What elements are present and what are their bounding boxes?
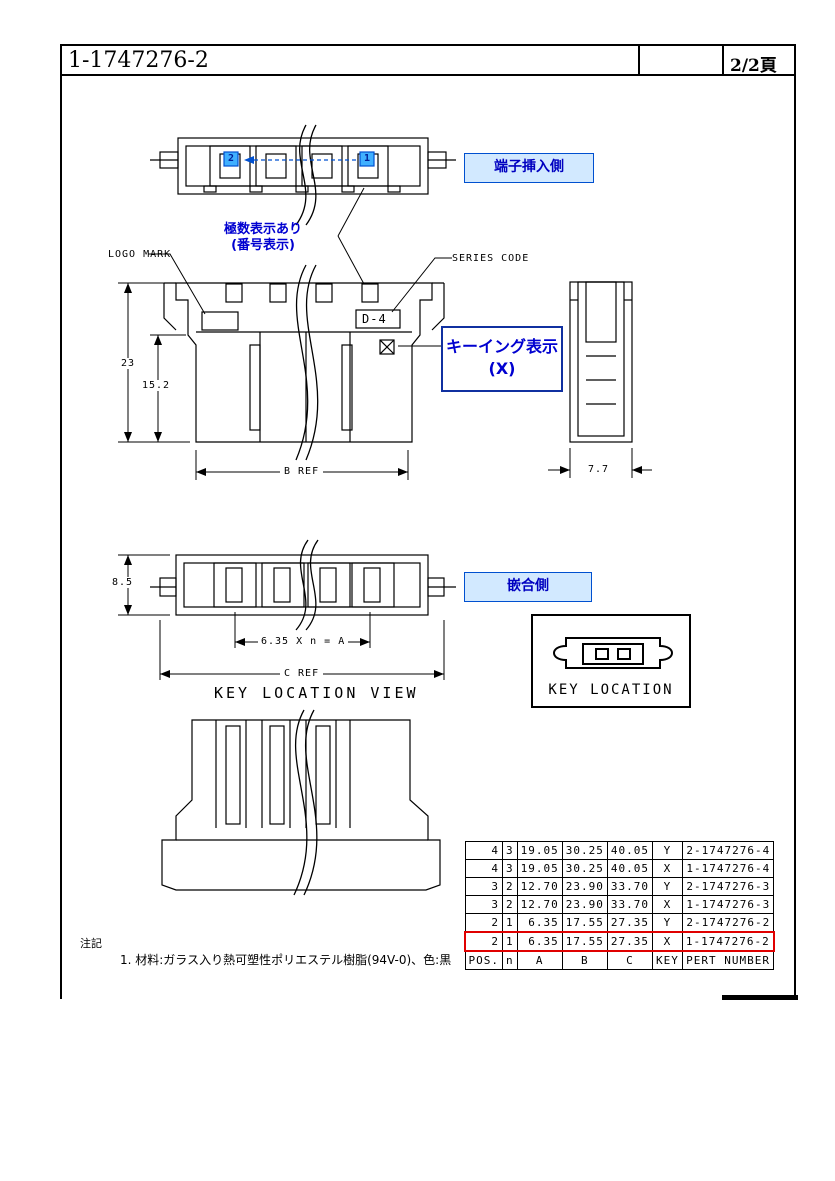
table-cell: 33.70 — [606, 895, 654, 914]
table-cell: 33.70 — [606, 877, 654, 896]
table-cell: 27.35 — [606, 931, 654, 952]
table-cell: 23.90 — [561, 895, 608, 914]
dim-b-ref: B REF — [280, 466, 324, 477]
key-location-label: KEY LOCATION — [548, 682, 674, 698]
table-header-cell: KEY — [652, 950, 683, 970]
break-lines — [293, 124, 319, 896]
dim-c-ref: C REF — [280, 668, 324, 679]
table-cell: 1-1747276-3 — [681, 895, 775, 914]
table-header-cell: POS. — [464, 950, 503, 970]
keying-line2: (X) — [488, 359, 516, 378]
table-cell: X — [652, 931, 683, 952]
table-cell: 12.70 — [516, 895, 563, 914]
key-location-view-label: KEY LOCATION VIEW — [214, 684, 419, 702]
title-block: 1-1747276-2 2/2頁 — [60, 44, 796, 76]
table-header-cell: A — [516, 950, 563, 970]
table-cell: 2-1747276-3 — [681, 877, 775, 896]
notes-line-1: 1. 材料:ガラス入り熱可塑性ポリエステル樹脂(94V-0)、色:黒 — [120, 953, 452, 967]
table-cell: 40.05 — [606, 859, 654, 878]
table-cell: 12.70 — [516, 877, 563, 896]
mating-side-callout: 嵌合側 — [464, 572, 592, 602]
table-cell: 17.55 — [561, 913, 608, 933]
table-cell: 19.05 — [516, 859, 563, 878]
dim-pitch: 6.35 X n = A — [258, 636, 349, 647]
table-header-cell: C — [606, 950, 654, 970]
arrowheads — [124, 283, 642, 678]
dim-7-7: 7.7 — [588, 464, 610, 475]
key-location-box: KEY LOCATION — [531, 614, 691, 708]
table-cell: 2-1747276-4 — [681, 841, 775, 860]
table-cell: 2 — [464, 913, 503, 933]
logo-mark-label: LOGO MARK — [108, 249, 172, 260]
table-cell: 19.05 — [516, 841, 563, 860]
table-cell: X — [652, 859, 683, 878]
dim-15-2: 15.2 — [142, 380, 171, 391]
table-cell: 40.05 — [606, 841, 654, 860]
table-cell: Y — [652, 877, 683, 896]
table-cell: 1-1747276-4 — [681, 859, 775, 878]
table-cell: 1-1747276-2 — [681, 931, 775, 952]
table-cell: X — [652, 895, 683, 914]
rear-view — [161, 719, 441, 891]
table-cell: 2 — [464, 931, 503, 952]
part-number-title: 1-1747276-2 — [68, 48, 209, 73]
dim-8-5: 8.5 — [112, 577, 134, 588]
frame-bottom-bar — [722, 995, 798, 1000]
table-cell: 30.25 — [561, 859, 608, 878]
table-cell: 27.35 — [606, 913, 654, 933]
table-header-cell: n — [502, 950, 518, 970]
terminal-insert-side-callout: 端子挿入側 — [464, 153, 594, 183]
table-header-cell: PERT NUMBER — [681, 950, 775, 970]
key-icon — [553, 637, 673, 669]
table-cell: 2 — [502, 895, 518, 914]
leader-lines — [148, 187, 452, 347]
pole-display-line2: (番号表示) — [231, 238, 295, 253]
table-cell: 3 — [502, 859, 518, 878]
keying-line1: キーイング表示 — [445, 337, 558, 356]
side-view — [569, 281, 633, 443]
table-cell: 1 — [502, 931, 518, 952]
pole-display-line1: 極数表示あり — [224, 222, 303, 237]
table-cell: 30.25 — [561, 841, 608, 860]
title-divider — [638, 46, 640, 74]
table-cell: 6.35 — [516, 931, 563, 952]
top-view — [150, 137, 456, 195]
table-cell: Y — [652, 913, 683, 933]
table-cell: 2-1747276-2 — [681, 913, 775, 933]
table-header-cell: B — [561, 950, 608, 970]
table-cell: 3 — [464, 877, 503, 896]
table-cell: 4 — [464, 841, 503, 860]
cavity-number-2: 2 — [228, 153, 236, 164]
title-divider — [722, 46, 724, 74]
page-number: 2/2頁 — [730, 56, 777, 76]
table-cell: 23.90 — [561, 877, 608, 896]
notes-title: 注記 — [80, 937, 102, 950]
table-cell: 3 — [502, 841, 518, 860]
table-cell: 1 — [502, 913, 518, 933]
cavity-markers — [223, 151, 375, 167]
series-code-value: D-4 — [362, 312, 387, 326]
dim-23: 23 — [121, 358, 136, 369]
table-cell: 4 — [464, 859, 503, 878]
table-cell: 6.35 — [516, 913, 563, 933]
pole-display-note: 極数表示あり (番号表示) — [224, 222, 302, 254]
table-cell: 17.55 — [561, 931, 608, 952]
series-code-label: SERIES CODE — [452, 253, 530, 264]
table-cell: 2 — [502, 877, 518, 896]
cavity-number-1: 1 — [364, 153, 372, 164]
bottom-view — [150, 554, 456, 616]
keying-callout: キーイング表示 (X) — [441, 326, 563, 392]
table-cell: 3 — [464, 895, 503, 914]
table-cell: Y — [652, 841, 683, 860]
